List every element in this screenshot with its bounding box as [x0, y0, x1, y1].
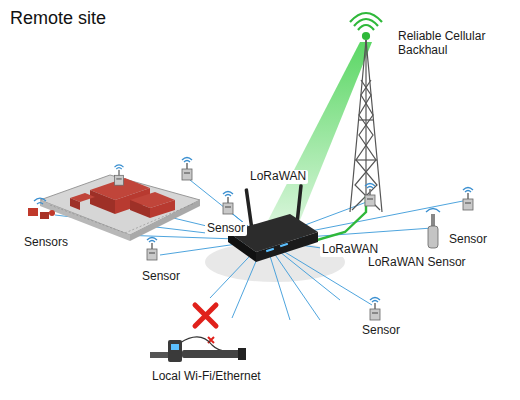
sensor-label: Sensor [140, 270, 182, 284]
protocol-label: LoRaWAN [248, 170, 308, 184]
farm-sensors [28, 198, 55, 219]
radio-links [55, 180, 468, 320]
diagram-title: Remote site [10, 8, 106, 29]
blocked-local-link [150, 305, 246, 362]
lorawan-sensor [426, 209, 440, 249]
sensor-icons [115, 158, 474, 321]
cellular-beam [262, 42, 372, 240]
backhaul-label: Reliable Cellular Backhaul [398, 30, 508, 58]
tower-signal [350, 13, 382, 39]
cell-tower [350, 40, 382, 212]
sensor-label: Sensor [360, 324, 402, 338]
sensor-label: Sensor [447, 233, 489, 247]
sensor-label: Sensor [205, 222, 247, 236]
interface-label: Local Wi-Fi/Ethernet [150, 370, 263, 384]
sensor-label: LoRaWAN Sensor [366, 256, 468, 270]
protocol-label: LoRaWAN [320, 243, 380, 257]
sensor-label: Sensors [22, 236, 70, 250]
